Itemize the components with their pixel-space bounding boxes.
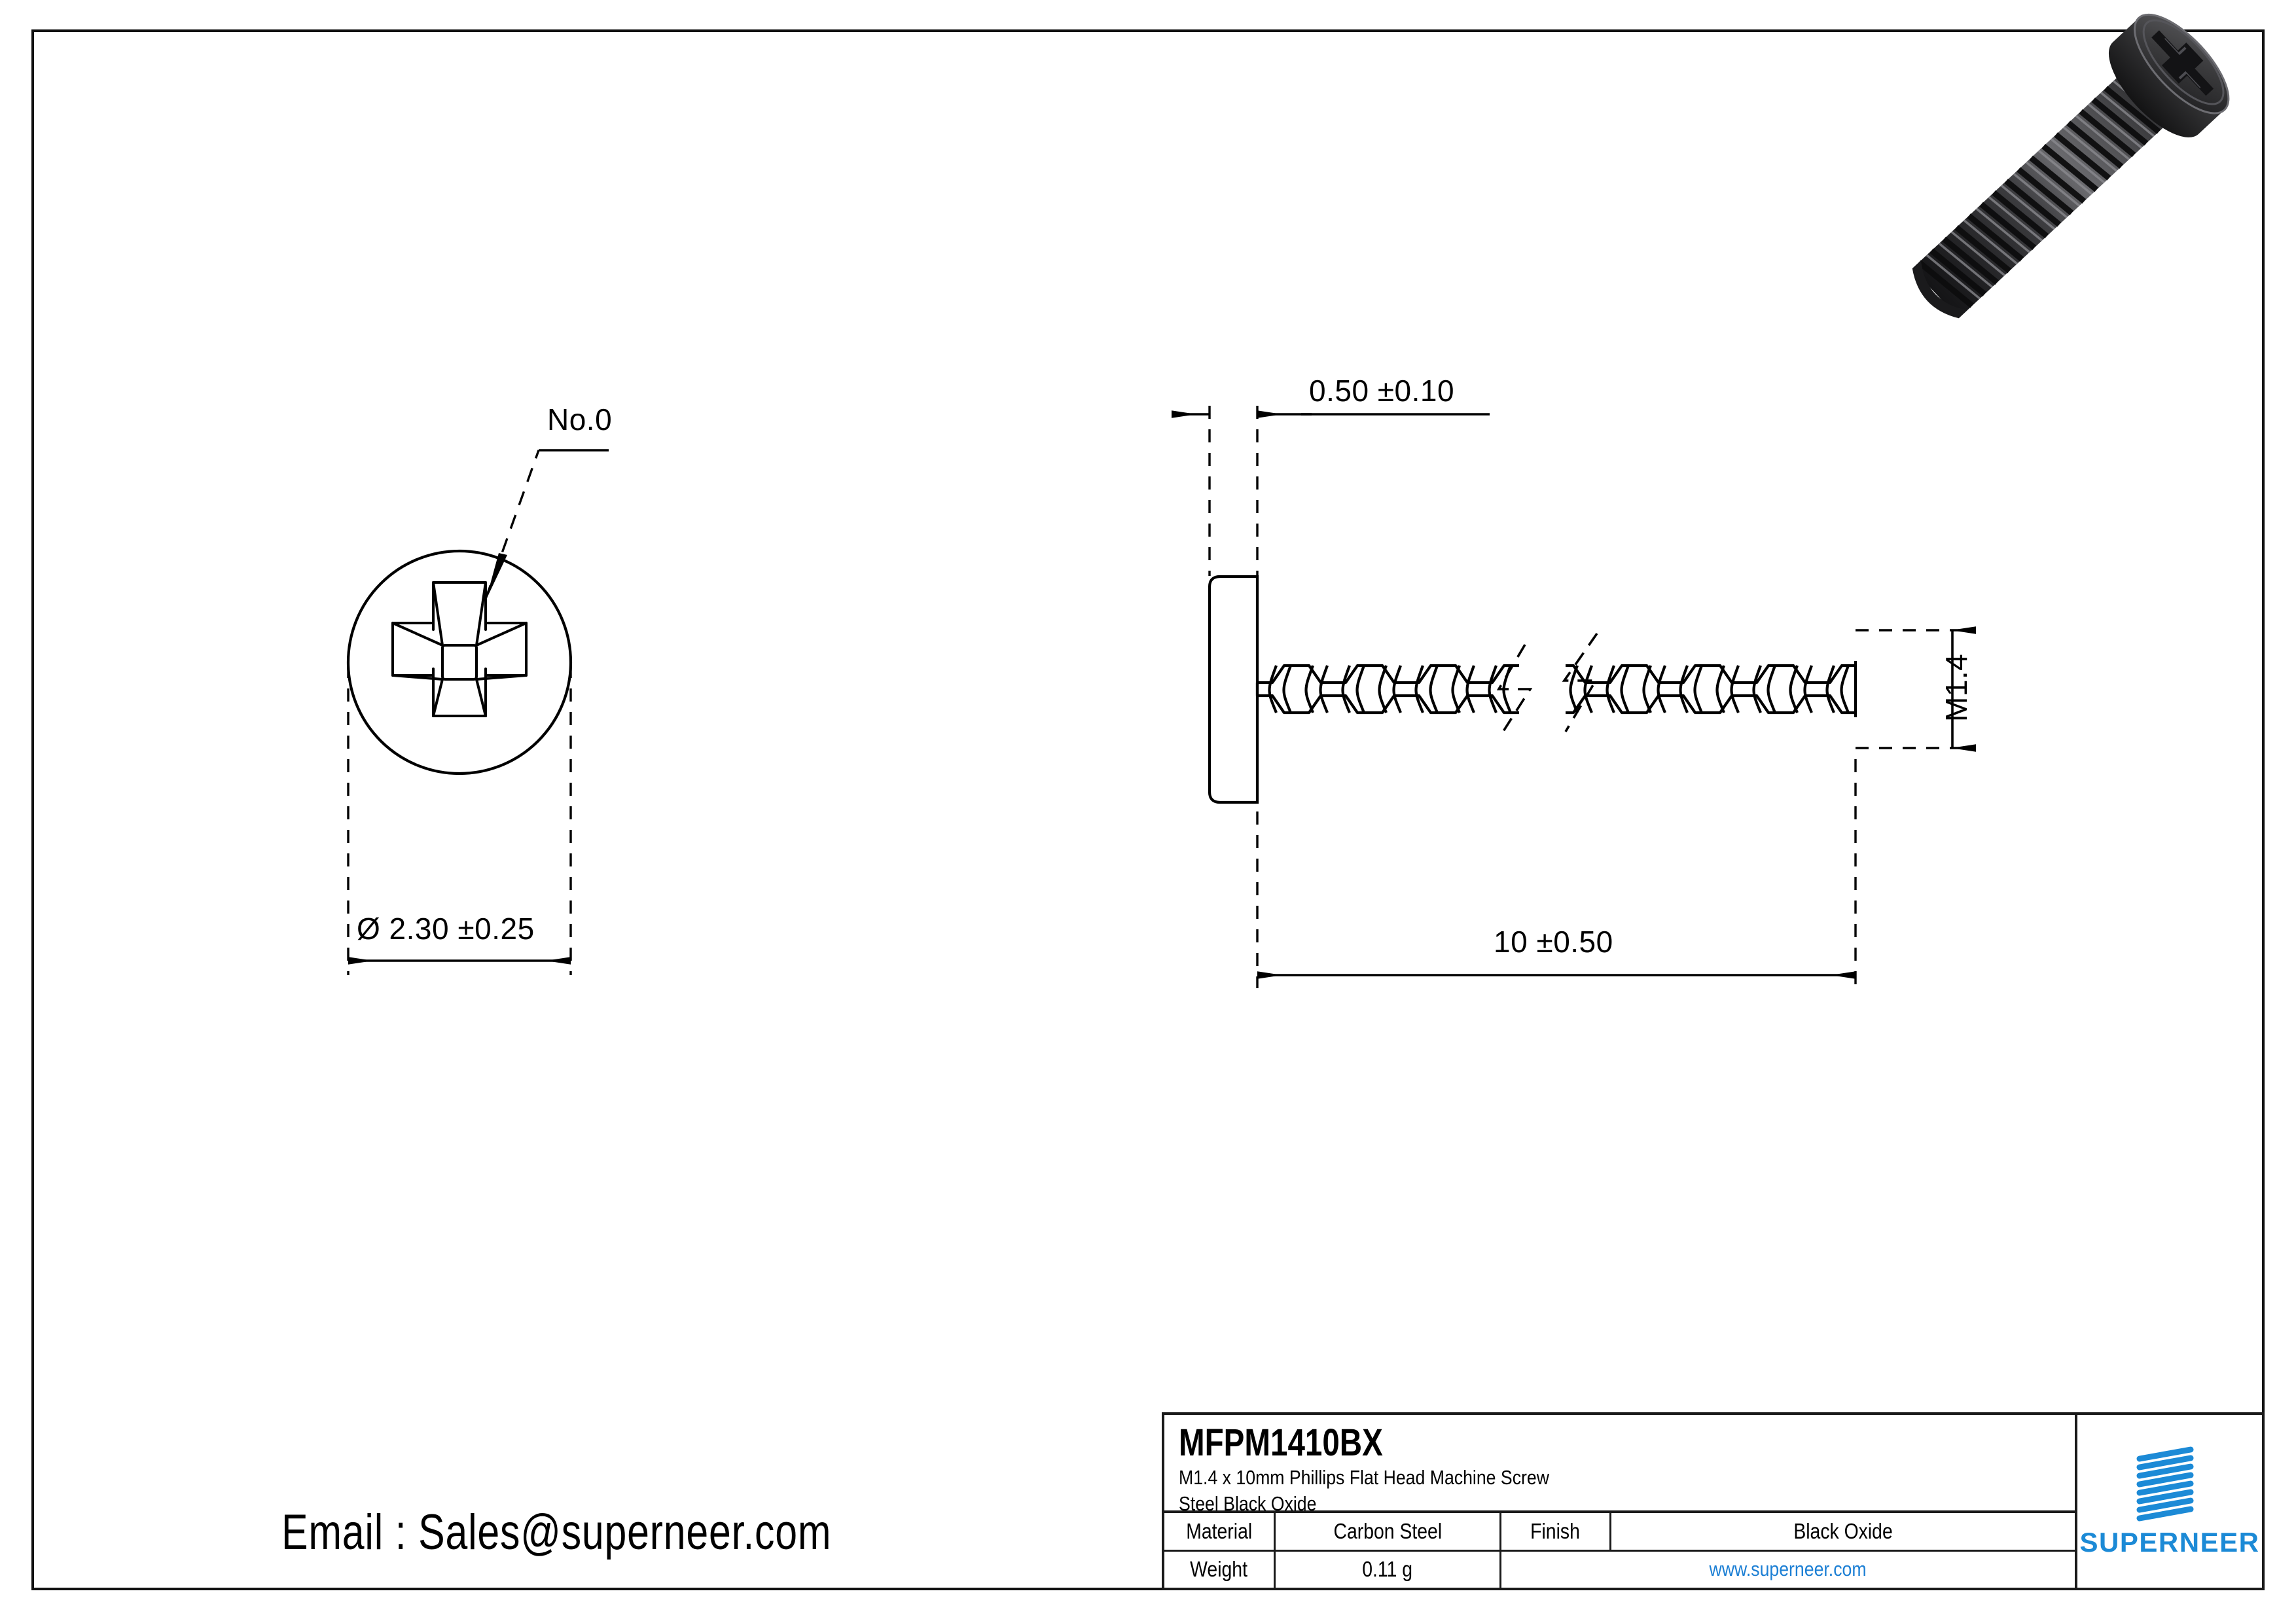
contact-email-text: Email : Sales@superneer.com — [281, 1505, 832, 1560]
part-description-line-1: M1.4 x 10mm Phillips Flat Head Machine S… — [1179, 1466, 1550, 1489]
head-height-dimension-label: 0.50 ±0.10 — [1309, 374, 1455, 408]
weight-label: Weight — [1164, 1551, 1276, 1588]
title-block: MFPM1410BX M1.4 x 10mm Phillips Flat Hea… — [1162, 1412, 2265, 1590]
part-number: MFPM1410BX — [1179, 1421, 1383, 1464]
title-block-main: MFPM1410BX M1.4 x 10mm Phillips Flat Hea… — [1164, 1415, 2077, 1588]
superneer-logo-icon — [2136, 1446, 2194, 1522]
screw-length-dimension-label: 10 ±0.50 — [1494, 925, 1613, 959]
drawing-sheet-frame — [31, 29, 2265, 1590]
thread-size-dimension-label: M1.4 — [1939, 653, 1973, 722]
finish-value: Black Oxide — [1793, 1518, 1893, 1543]
finish-label: Finish — [1501, 1513, 1611, 1550]
brand-name-text: SUPERNEER — [2079, 1527, 2260, 1558]
website-link[interactable]: www.superneer.com — [1709, 1558, 1867, 1581]
title-block-row-weight: Weight 0.11 g www.superneer.com — [1164, 1551, 2075, 1588]
material-value: Carbon Steel — [1276, 1513, 1501, 1550]
weight-value: 0.11 g — [1276, 1551, 1501, 1588]
recess-size-callout-label: No.0 — [547, 402, 613, 437]
material-label: Material — [1164, 1513, 1276, 1550]
part-description-line-2: Steel Black Oxide — [1179, 1492, 1317, 1513]
brand-logo: SUPERNEER — [2077, 1415, 2262, 1588]
title-block-row-material: Material Carbon Steel Finish Black Oxide — [1164, 1513, 2075, 1552]
title-block-header: MFPM1410BX M1.4 x 10mm Phillips Flat Hea… — [1164, 1415, 2075, 1513]
head-diameter-dimension-label: Ø 2.30 ±0.25 — [357, 912, 535, 946]
